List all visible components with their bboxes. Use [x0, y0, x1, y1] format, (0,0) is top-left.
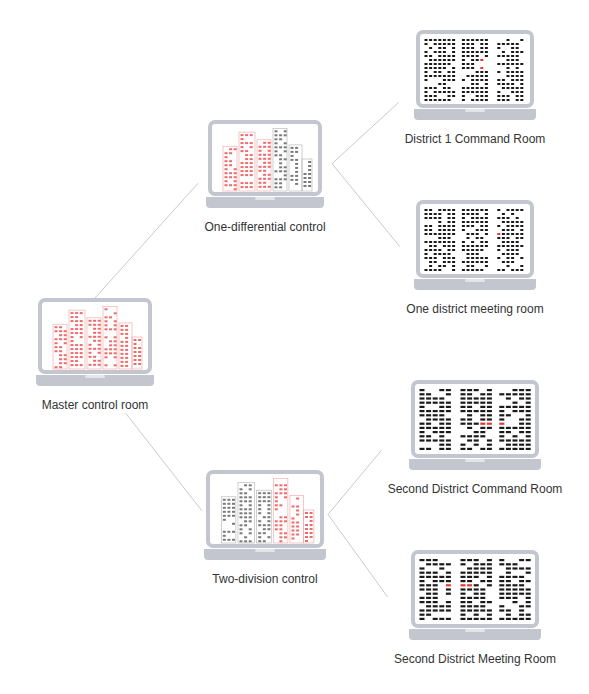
- laptop-shape: [36, 298, 154, 386]
- laptop-notch: [465, 629, 485, 632]
- laptop-shape: [414, 30, 536, 120]
- laptop-shape: [414, 200, 536, 290]
- screen-illustration: [53, 306, 142, 369]
- laptop-notch: [465, 459, 485, 462]
- laptop-shape: [409, 380, 541, 470]
- laptop-screen: [418, 202, 532, 276]
- screen-illustration: [420, 389, 531, 450]
- node-caption: Two-division control: [202, 572, 328, 587]
- laptop-notch: [465, 279, 485, 282]
- laptop-screen: [208, 472, 322, 546]
- laptop-screen: [413, 552, 537, 626]
- connector-line: [126, 413, 203, 511]
- laptop-notch: [85, 375, 105, 378]
- laptop-screen: [418, 32, 532, 106]
- laptop-base: [414, 109, 536, 120]
- node-caption: One district meeting room: [400, 302, 550, 317]
- node-caption: One-differential control: [198, 220, 332, 235]
- laptop-notch: [255, 549, 275, 552]
- laptop-base: [409, 629, 541, 640]
- laptop-node: Second District Command Room: [382, 380, 569, 497]
- screen-illustration: [420, 559, 531, 620]
- screen-illustration: [425, 209, 524, 271]
- connector-line: [95, 183, 198, 298]
- laptop-node: Second District Meeting Room: [388, 550, 563, 667]
- laptop-shape: [204, 470, 326, 560]
- laptop-screen: [413, 382, 537, 456]
- laptop-notch: [255, 197, 275, 200]
- laptop-shape: [206, 120, 324, 208]
- connector-line: [328, 514, 388, 596]
- laptop-node: One district meeting room: [400, 200, 550, 317]
- screen-illustration: [221, 478, 314, 543]
- laptop-base: [36, 375, 154, 386]
- laptop-node: One-differential control: [198, 120, 332, 235]
- connector-line: [328, 450, 382, 514]
- laptop-screen: [210, 122, 320, 194]
- laptop-shape: [409, 550, 541, 640]
- laptop-screen: [40, 300, 150, 372]
- laptop-notch: [465, 109, 485, 112]
- screen-illustration: [223, 128, 312, 191]
- node-caption: Second District Meeting Room: [388, 652, 563, 667]
- laptop-node: District 1 Command Room: [399, 30, 552, 147]
- laptop-node: Master control room: [34, 298, 156, 413]
- connector-line: [332, 103, 399, 164]
- screen-illustration: [425, 39, 524, 101]
- laptop-base: [409, 459, 541, 470]
- node-caption: Master control room: [34, 398, 156, 413]
- node-caption: Second District Command Room: [382, 482, 569, 497]
- laptop-node: Two-division control: [202, 470, 328, 587]
- laptop-base: [204, 549, 326, 560]
- node-caption: District 1 Command Room: [399, 132, 552, 147]
- laptop-base: [414, 279, 536, 290]
- laptop-base: [206, 197, 324, 208]
- connector-line: [332, 164, 400, 247]
